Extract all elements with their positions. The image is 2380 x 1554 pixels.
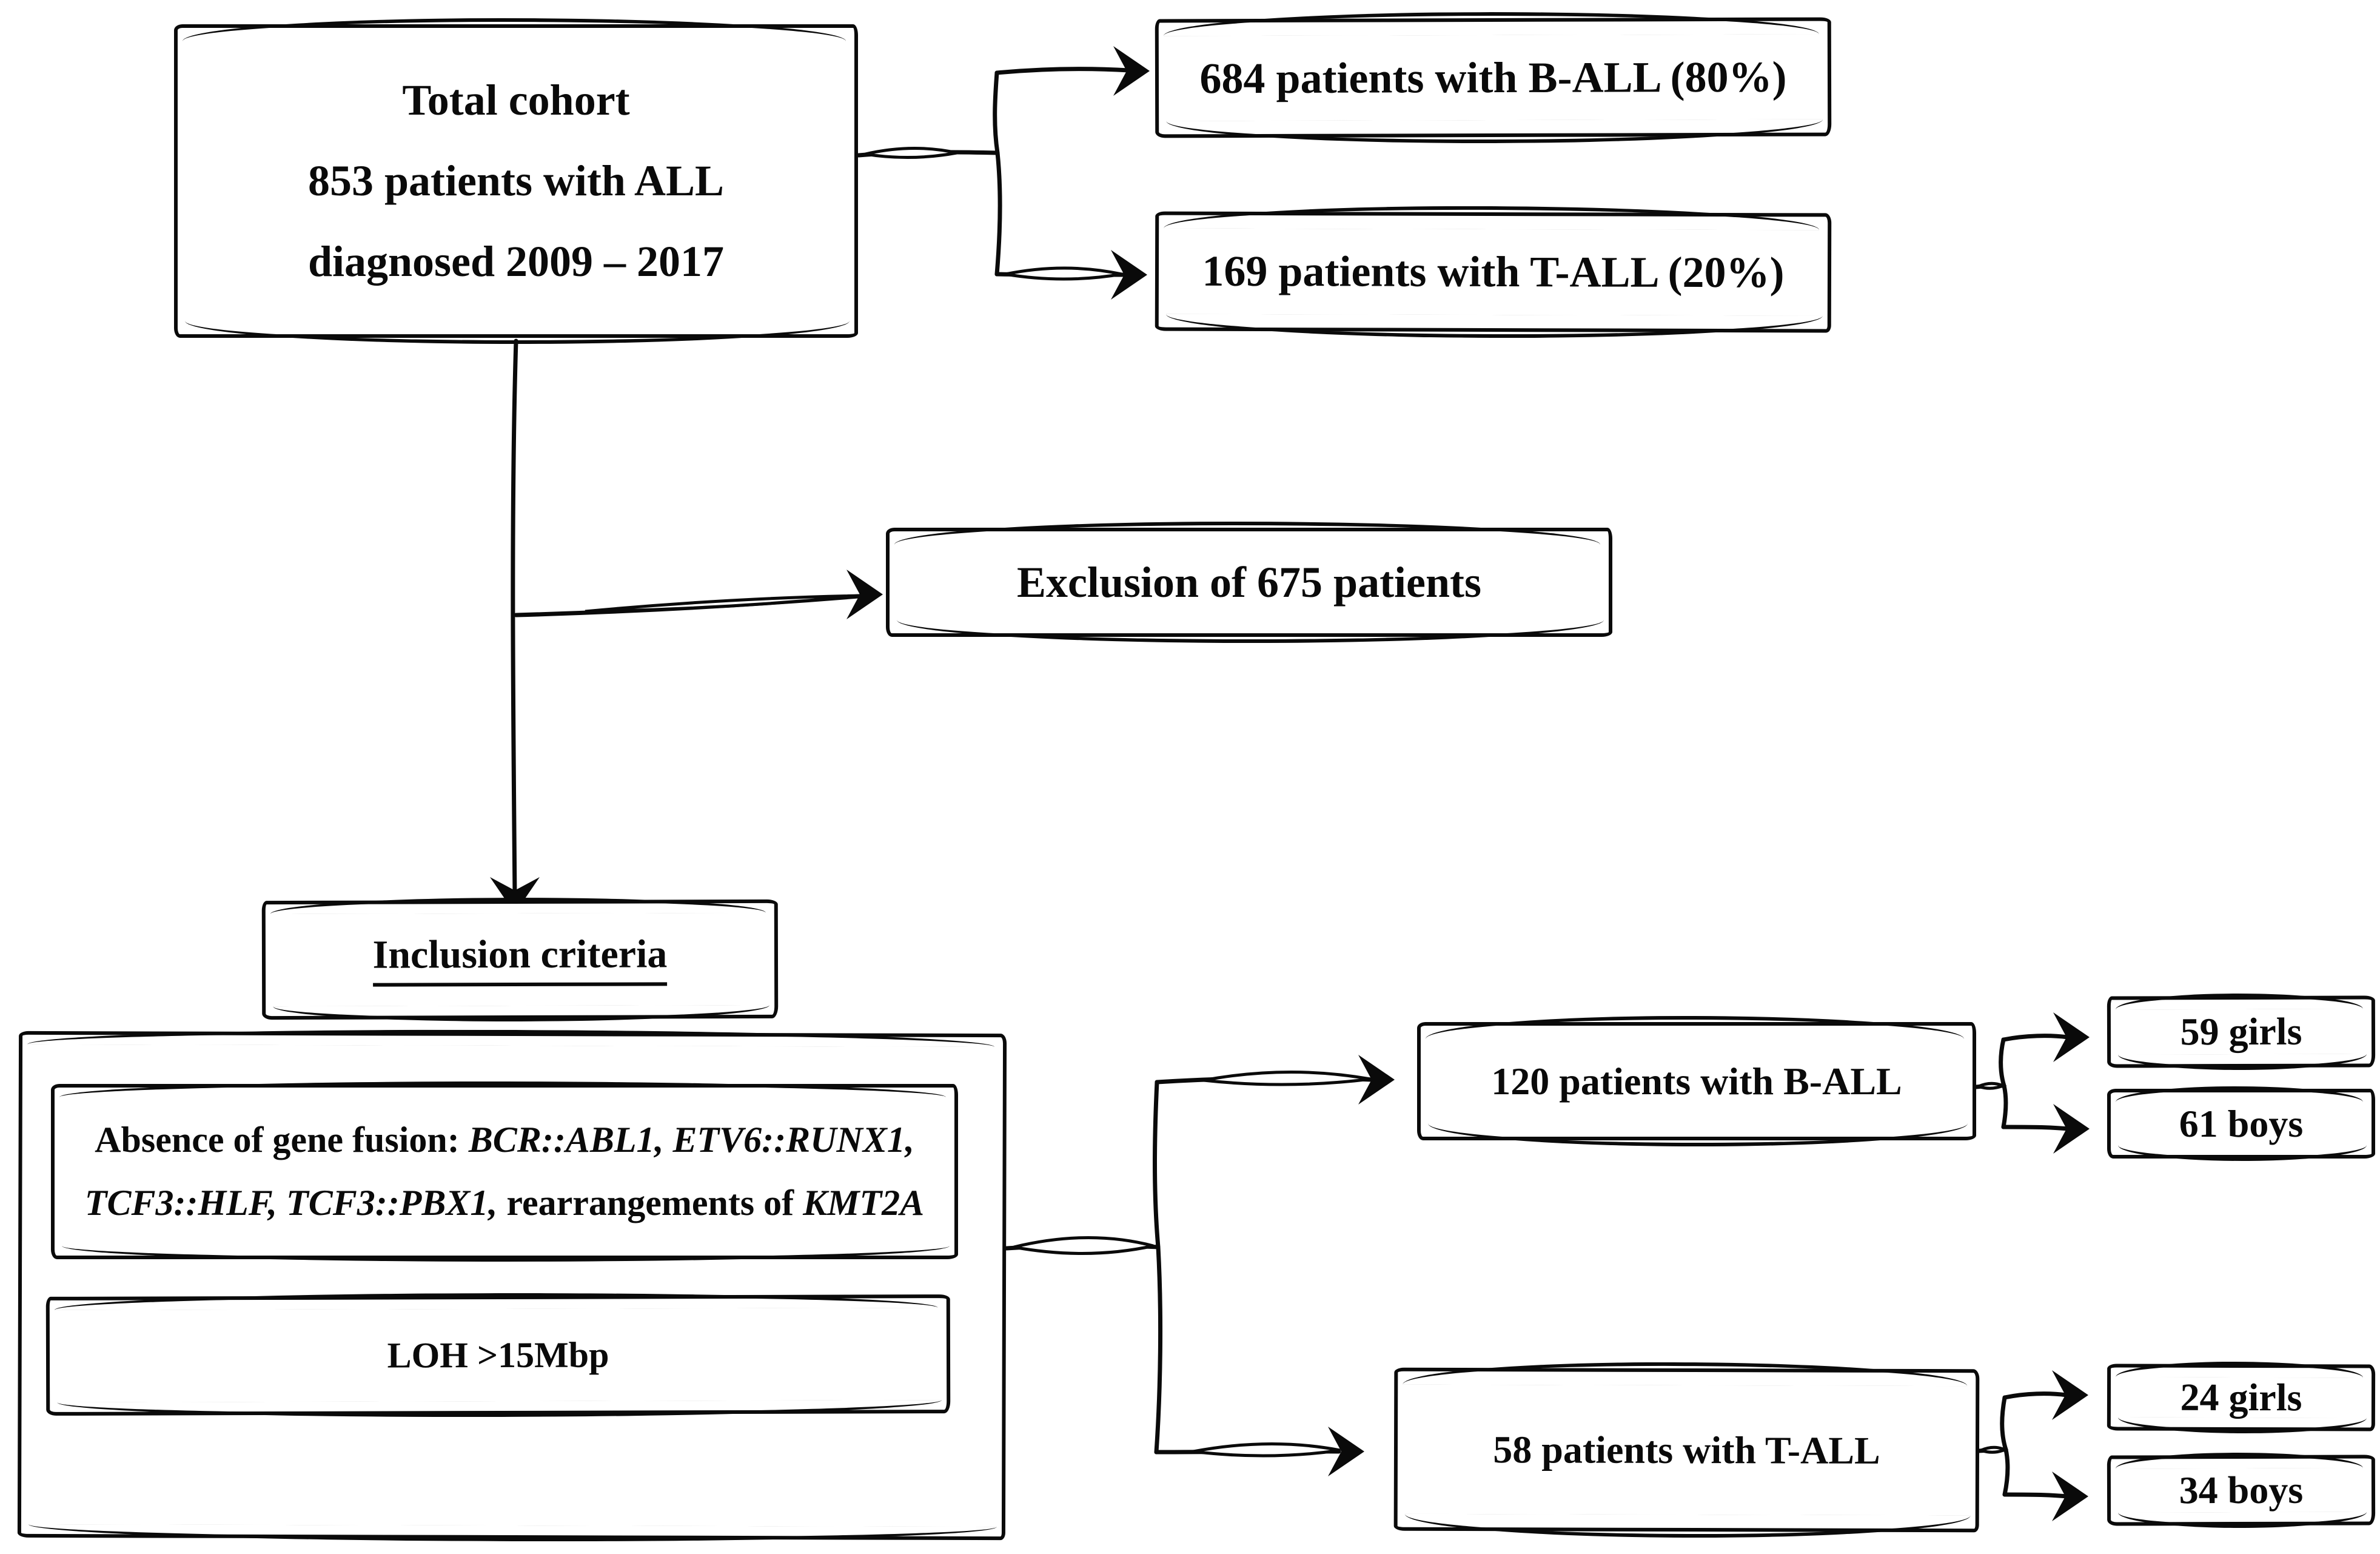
connector-inclusion-to-subtypes <box>1004 1055 1395 1476</box>
boys-61-label: 61 boys <box>2179 1102 2304 1145</box>
node-boys-61: 61 boys <box>2107 1086 2375 1161</box>
connector-total-to-subtypes <box>856 46 1150 300</box>
node-gene-fusion-criterion: Absence of gene fusion: BCR::ABL1, ETV6:… <box>51 1081 958 1262</box>
b-all-120-label: 120 patients with B-ALL <box>1491 1059 1902 1103</box>
t-all-58-label: 58 patients with T-ALL <box>1493 1427 1880 1472</box>
girls-59-label: 59 girls <box>2180 1009 2302 1054</box>
total-cohort-line-1: Total cohort <box>402 76 630 125</box>
connector-total-to-inclusion <box>490 338 540 913</box>
loh-label: LOH >15Mbp <box>387 1334 609 1375</box>
node-exclusion-675: Exclusion of 675 patients <box>886 522 1612 643</box>
node-b-all-684: 684 patients with B-ALL (80%) <box>1155 17 1832 138</box>
node-boys-34: 34 boys <box>2107 1455 2376 1526</box>
girls-24-label: 24 girls <box>2180 1375 2302 1419</box>
gene-fusion-line2-gene: KMT2A <box>803 1182 925 1223</box>
gene-fusion-line-1: Absence of gene fusion: BCR::ABL1, ETV6:… <box>95 1119 914 1161</box>
node-total-cohort: Total cohort 853 patients with ALL diagn… <box>174 18 858 344</box>
node-inclusion-criteria: Inclusion criteria <box>261 899 779 1020</box>
gene-fusion-line1-genes: BCR::ABL1, ETV6::RUNX1, <box>468 1120 914 1160</box>
node-girls-24: 24 girls <box>2107 1364 2376 1431</box>
node-t-all-169: 169 patients with T-ALL (20%) <box>1155 211 1832 333</box>
node-girls-59: 59 girls <box>2107 995 2376 1068</box>
gene-fusion-line2-mid: rearrangements of <box>497 1182 803 1223</box>
inclusion-criteria-label: Inclusion criteria <box>372 932 668 987</box>
node-t-all-58: 58 patients with T-ALL <box>1393 1367 1980 1533</box>
boys-34-label: 34 boys <box>2179 1468 2304 1512</box>
total-cohort-line-3: diagnosed 2009 – 2017 <box>307 237 725 286</box>
connector-total-to-exclusion <box>514 570 883 619</box>
node-b-all-120: 120 patients with B-ALL <box>1417 1016 1976 1146</box>
exclusion-label: Exclusion of 675 patients <box>1016 557 1482 607</box>
connector-ball120-to-sex <box>1974 1012 2090 1154</box>
t-all-169-label: 169 patients with T-ALL (20%) <box>1202 246 1785 297</box>
gene-fusion-line1-prefix: Absence of gene fusion: <box>95 1120 469 1160</box>
node-loh-criterion: LOH >15Mbp <box>45 1294 951 1416</box>
gene-fusion-line2-genes: TCF3::HLF, TCF3::PBX1, <box>84 1182 498 1223</box>
b-all-684-label: 684 patients with B-ALL (80%) <box>1199 52 1787 103</box>
gene-fusion-line-2: TCF3::HLF, TCF3::PBX1, rearrangements of… <box>85 1182 924 1224</box>
connector-tall58-to-sex <box>1977 1370 2088 1521</box>
total-cohort-line-2: 853 patients with ALL <box>307 156 725 206</box>
